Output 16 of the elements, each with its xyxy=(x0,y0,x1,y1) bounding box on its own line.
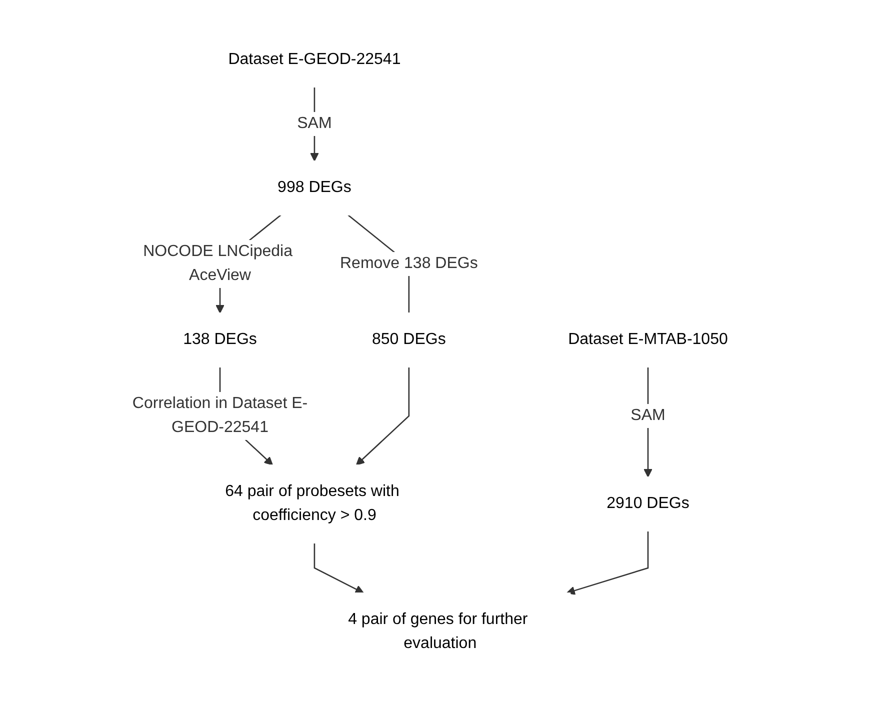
node-text: 138 DEGs xyxy=(182,330,256,348)
node-text: 64 pair of probesets with coefficiency > 0.9 xyxy=(224,482,399,524)
edge-label: Remove 138 DEGs xyxy=(340,254,478,272)
edge-label: SAM xyxy=(296,115,332,132)
arrow xyxy=(566,531,648,595)
node-text: Dataset E-GEOD-22541 xyxy=(228,51,400,68)
arrow xyxy=(355,367,410,466)
node-text: 998 DEGs xyxy=(277,178,351,196)
node-text: Dataset E-MTAB-1050 xyxy=(568,330,728,348)
node-text: 2910 DEGs xyxy=(606,494,689,512)
edge-label: SAM xyxy=(630,406,665,424)
arrow xyxy=(313,543,364,594)
node-text: 850 DEGs xyxy=(372,330,446,348)
edge-label: NOCODE LNCipedia AceView xyxy=(142,242,292,284)
node-text: 4 pair of genes for further evaluation xyxy=(348,610,528,652)
edge-label: Correlation in Dataset E-GEOD-22541 xyxy=(132,394,308,436)
